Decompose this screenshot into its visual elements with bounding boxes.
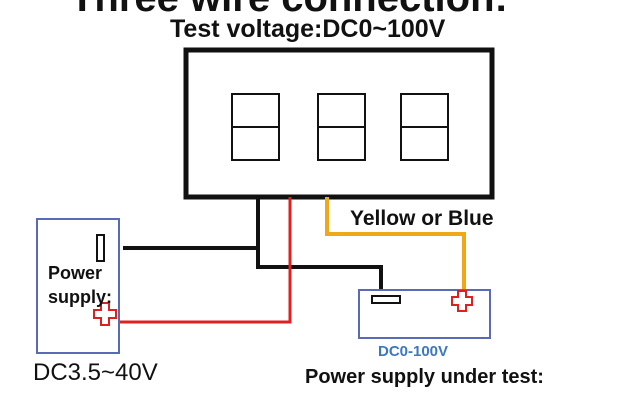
power-supply-label: Power <box>48 263 103 283</box>
plus-terminal-icon <box>451 290 473 312</box>
dut-range-label: DC0-100V <box>378 343 449 360</box>
test-voltage-label: Test voltage:DC0~100V <box>170 15 446 43</box>
yellow-wire <box>325 197 466 292</box>
digit-3 <box>400 93 449 161</box>
page-title: Three wire connection: <box>70 0 508 21</box>
power-supply-label-line2: supply: <box>48 287 113 307</box>
red-wire <box>110 197 292 324</box>
minus-terminal-icon <box>96 234 105 262</box>
digit-1 <box>231 93 280 161</box>
black-wire <box>123 197 260 250</box>
black-wire-to-dut <box>256 248 383 292</box>
voltmeter-body <box>183 47 495 200</box>
signal-wire-label: Yellow or Blue <box>350 207 494 230</box>
power-supply-range: DC3.5~40V <box>33 359 158 386</box>
power-supply-box <box>36 218 120 354</box>
plus-terminal-icon <box>93 302 117 326</box>
minus-terminal-icon <box>371 295 401 304</box>
digit-2 <box>317 93 366 161</box>
dut-label: Power supply under test: <box>305 366 544 388</box>
